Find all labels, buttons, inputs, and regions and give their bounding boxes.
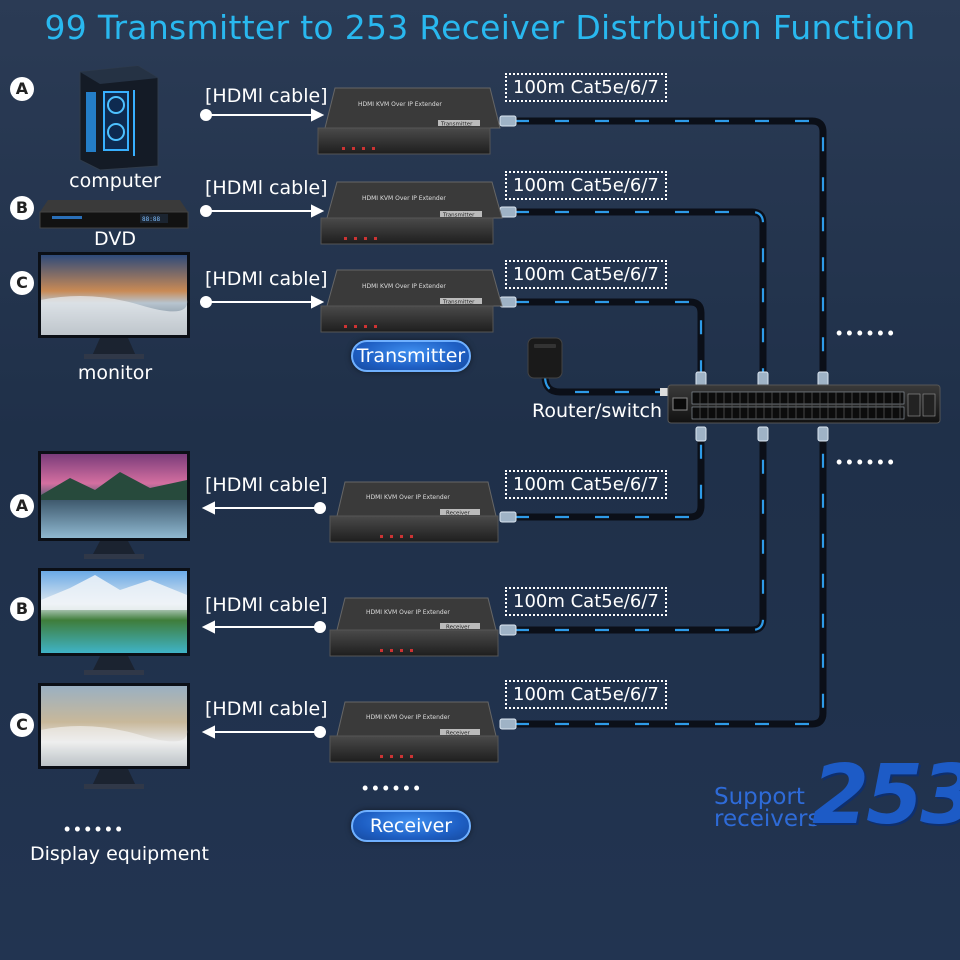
- device-title-ra: HDMI KVM Over IP Extender: [366, 494, 450, 501]
- support-text-line1: Support: [714, 784, 805, 810]
- tag-transmitter-c: Transmitter: [442, 300, 475, 306]
- hdmi-label-tx-a: [HDMl cable]: [205, 85, 328, 107]
- hdmi-label-tx-b: [HDMl cable]: [205, 177, 328, 199]
- rj45-plugs: [499, 115, 829, 730]
- more-displays-dots: ••••••: [64, 819, 126, 839]
- hdmi-arrows: [200, 108, 326, 739]
- hdmi-label-rx-a: [HDMl cable]: [205, 474, 328, 496]
- page-title: 99 Transmitter to 253 Receiver Distrbuti…: [44, 8, 916, 47]
- receiver-box-c: [329, 701, 499, 763]
- source-monitor-icon: [38, 252, 190, 359]
- receiver-box-a: [329, 481, 499, 543]
- label-computer: computer: [69, 170, 161, 192]
- display-monitor-c-icon: [38, 683, 190, 789]
- router-switch-label: Router/switch: [532, 400, 663, 422]
- label-dvd: DVD: [94, 228, 136, 250]
- cat-label-tx-c: 100m Cat5e/6/7: [505, 260, 667, 289]
- badge-source-c: C: [10, 271, 34, 295]
- badge-display-b: B: [10, 597, 34, 621]
- hdmi-label-rx-c: [HDMl cable]: [205, 698, 328, 720]
- device-title-rc: HDMI KVM Over IP Extender: [366, 714, 450, 721]
- device-title-c: HDMI KVM Over IP Extender: [362, 283, 446, 290]
- device-title-b: HDMI KVM Over IP Extender: [362, 195, 446, 202]
- tag-receiver-a: Receiver: [446, 511, 471, 517]
- receiver-box-b: [329, 597, 499, 657]
- transmitter-box-c: [320, 269, 503, 333]
- transmitter-button[interactable]: Transmitter: [351, 340, 471, 372]
- dvd-display-text: 88:88: [142, 216, 160, 223]
- tag-receiver-b: Receiver: [446, 625, 471, 631]
- badge-source-a: A: [10, 77, 34, 101]
- tag-transmitter-a: Transmitter: [440, 122, 473, 128]
- badge-source-b: B: [10, 196, 34, 220]
- dvd-player-icon: 88:88: [39, 200, 189, 229]
- tag-receiver-c: Receiver: [446, 731, 471, 737]
- display-equipment-label: Display equipment: [30, 843, 209, 865]
- support-number: 253: [812, 748, 960, 843]
- support-text-line2: receivers: [714, 806, 820, 832]
- tag-transmitter-b: Transmitter: [442, 213, 475, 219]
- badge-display-c: C: [10, 713, 34, 737]
- hdmi-label-tx-c: [HDMl cable]: [205, 268, 328, 290]
- display-monitor-b-icon: [38, 568, 190, 675]
- computer-tower-icon: [79, 65, 159, 171]
- transmitter-box-b: [320, 181, 503, 245]
- cat-label-rx-a: 100m Cat5e/6/7: [505, 470, 667, 499]
- hdmi-label-rx-b: [HDMl cable]: [205, 594, 328, 616]
- display-monitor-a-icon: [38, 451, 190, 559]
- receiver-button[interactable]: Receiver: [351, 810, 471, 842]
- cat-label-tx-a: 100m Cat5e/6/7: [505, 73, 667, 102]
- network-switch: [667, 384, 941, 424]
- cat-label-rx-c: 100m Cat5e/6/7: [505, 680, 667, 709]
- badge-display-a: A: [10, 494, 34, 518]
- transmitter-box-a: [317, 87, 501, 155]
- cat-label-tx-b: 100m Cat5e/6/7: [505, 171, 667, 200]
- more-transmitters-dots: ••••••: [836, 323, 898, 343]
- more-receivers-dots: ••••••: [836, 452, 898, 472]
- power-adapter: [527, 337, 670, 396]
- network-cables: [515, 117, 827, 728]
- label-monitor: monitor: [77, 362, 153, 384]
- device-title-rb: HDMI KVM Over IP Extender: [366, 609, 450, 616]
- device-title-a: HDMI KVM Over IP Extender: [358, 101, 442, 108]
- more-receiver-boxes-dots: ••••••: [362, 778, 424, 798]
- cat-label-rx-b: 100m Cat5e/6/7: [505, 587, 667, 616]
